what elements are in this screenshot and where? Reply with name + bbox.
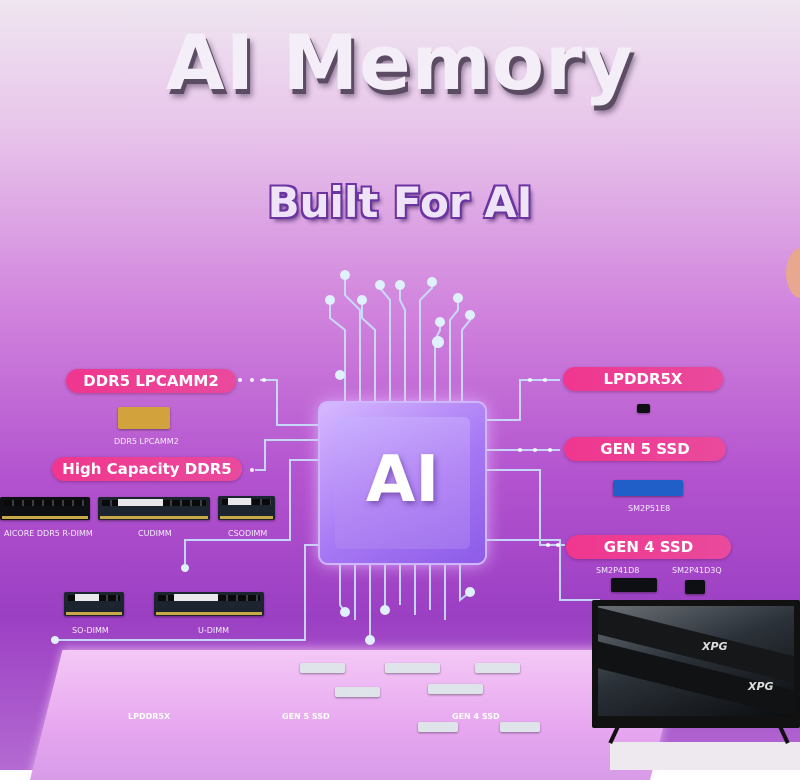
wall-title: AI Memory	[165, 18, 635, 107]
csodimm-module	[218, 496, 275, 520]
table-label-gen4: GEN 4 SSD	[452, 712, 500, 721]
caption-cudimm: CUDIMM	[138, 529, 172, 538]
floor	[610, 742, 800, 770]
caption-rdimm: AICORE DDR5 R-DIMM	[4, 529, 93, 538]
rdimm-module	[0, 497, 90, 520]
caption-lpcamm2: DDR5 LPCAMM2	[114, 437, 179, 446]
monitor-screen: XPG XPG	[598, 606, 794, 716]
lpddr5x-chip	[637, 404, 650, 413]
visitor-hand	[786, 248, 800, 298]
sodimm-module	[64, 592, 124, 616]
caption-gen4b: SM2P41D3Q	[672, 566, 722, 575]
caption-gen4a: SM2P41D8	[596, 566, 640, 575]
wall-subtitle: Built For AI	[267, 178, 533, 227]
table-module-6	[418, 722, 458, 732]
table-label-gen5: GEN 5 SSD	[282, 712, 330, 721]
category-pill-lpcamm2: DDR5 LPCAMM2	[66, 369, 236, 393]
table-label-lpddr5x: LPDDR5X	[128, 712, 171, 721]
caption-udimm: U-DIMM	[198, 626, 230, 635]
category-pill-high-capacity-ddr5: High Capacity DDR5	[52, 457, 242, 481]
table-module-1	[300, 663, 345, 673]
gen4-ssd-module-a	[611, 578, 657, 592]
category-pill-gen5-ssd: GEN 5 SSD	[564, 437, 726, 461]
table-module-4	[335, 687, 380, 697]
caption-sodimm: SO-DIMM	[72, 626, 109, 635]
ai-chip: AI	[320, 403, 485, 563]
lpcamm2-module	[118, 407, 170, 429]
ai-chip-core: AI	[335, 417, 470, 549]
table-module-2	[385, 663, 440, 673]
category-pill-gen4-ssd: GEN 4 SSD	[566, 535, 731, 559]
table-module-3	[475, 663, 520, 673]
gen5-ssd-module	[613, 480, 683, 496]
caption-csodimm: CSODIMM	[228, 529, 268, 538]
screen-brand-2: XPG	[748, 680, 774, 693]
gen4-ssd-module-b	[685, 580, 705, 594]
category-pill-lpddr5x: LPDDR5X	[563, 367, 723, 391]
udimm-module	[154, 592, 264, 616]
ai-chip-label: AI	[365, 443, 440, 517]
screen-brand-1: XPG	[702, 640, 728, 653]
monitor: XPG XPG	[592, 600, 800, 728]
table-module-7	[500, 722, 540, 732]
caption-gen5: SM2P51E8	[628, 504, 671, 513]
cudimm-module	[98, 497, 210, 520]
table-module-5	[428, 684, 483, 694]
